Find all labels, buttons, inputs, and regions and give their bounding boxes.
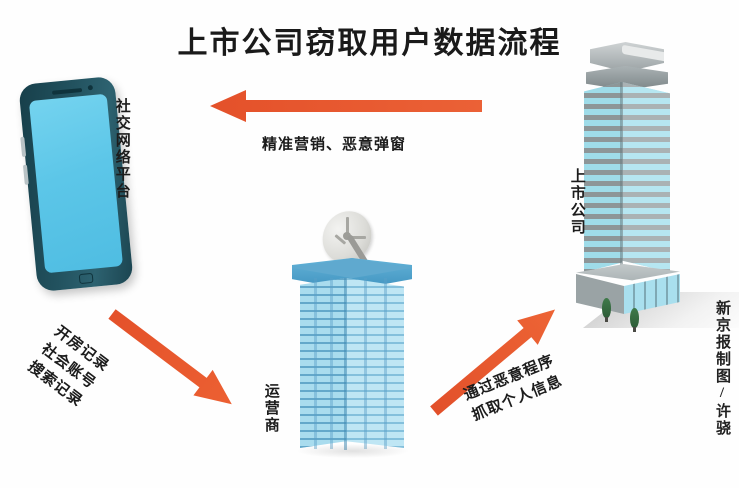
flow-arrow-malware-scraping <box>423 296 566 424</box>
operator-facade-right <box>346 278 404 448</box>
phone-screen <box>28 93 124 274</box>
phone-camera-icon <box>87 84 94 91</box>
social-network-platform-label: 社交网络平台 <box>113 98 130 200</box>
flow-label-marketing: 精准营销、恶意弹窗 <box>262 137 407 153</box>
operator-corner-edge <box>344 278 347 450</box>
telecom-operator-label: 运营商 <box>262 383 279 434</box>
skyscraper-base <box>568 264 686 332</box>
tree-icon <box>630 308 639 332</box>
page-title: 上市公司窃取用户数据流程 <box>177 27 562 60</box>
phone-speaker-icon <box>51 87 83 95</box>
skyscraper-body <box>584 82 670 278</box>
skyscraper-corner-edge <box>620 82 623 274</box>
phone-home-button-icon <box>78 272 94 285</box>
listed-company-skyscraper <box>566 42 739 332</box>
listed-company-label: 上市公司 <box>568 168 585 236</box>
flow-arrow-marketing <box>210 89 482 123</box>
telecom-operator-building <box>292 204 412 460</box>
flow-label-data-collection: 开房记录 社会账号 搜索记录 <box>23 322 113 413</box>
skyscraper-facade-left <box>584 82 622 272</box>
operator-ground-shadow <box>298 444 408 458</box>
satellite-dish-icon <box>317 204 380 270</box>
operator-facade-left <box>300 278 346 448</box>
credit-text: 新京报制图/许骁 <box>714 300 730 437</box>
operator-tower-body <box>300 278 404 458</box>
skyscraper-facade-right <box>622 82 670 272</box>
tree-icon <box>602 298 611 322</box>
flow-arrow-data-collection <box>102 300 242 417</box>
